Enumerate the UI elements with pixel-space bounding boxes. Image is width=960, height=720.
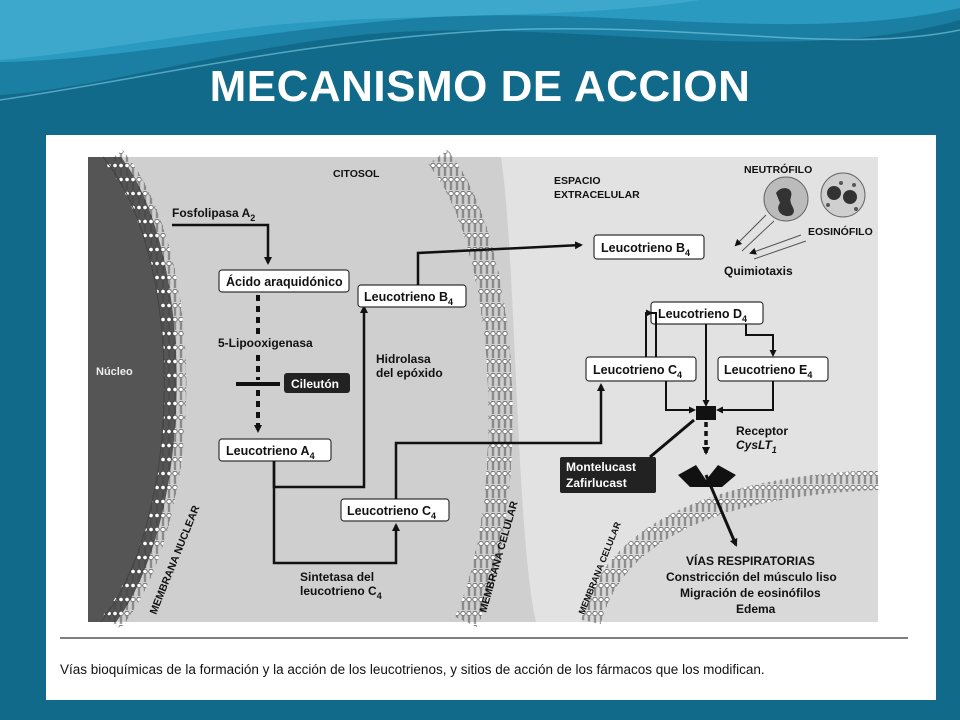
leucotrieno-e4-box: Leucotrieno E4 [717,356,829,382]
svg-text:Montelucast: Montelucast [566,460,636,474]
citosol-label: CITOSOL [333,168,380,180]
hidrolasa-label-1: Hidrolasa [376,352,431,366]
svg-text:Leucotrieno A4: Leucotrieno A4 [226,444,315,461]
fosfolipasa-label: Fosfolipasa A2 [172,206,255,223]
leucotrieno-a4-box: Leucotrieno A4 [218,438,332,462]
svg-text:Leucotrieno B4: Leucotrieno B4 [601,241,690,258]
sintetasa-label-1: Sintetasa del [300,570,374,584]
receptor-block [696,406,716,420]
receptor-label-2: CysLT1 [736,438,777,455]
neutrophil-cell-icon [763,176,809,222]
figure-caption: Vías bioquímicas de la formación y la ac… [60,662,765,677]
receptor-label-1: Receptor [736,424,788,438]
leucotrieno-b4-outside-box: Leucotrieno B4 [593,234,705,260]
target-cell-membrane [581,470,879,625]
cell-membrane [428,149,513,628]
vias-effect-3: Edema [736,602,776,616]
vias-effect-2: Migración de eosinófilos [680,586,821,600]
espacio-label-1: ESPACIO [554,175,600,187]
quimiotaxis-label: Quimiotaxis [724,264,793,278]
svg-text:Cileutón: Cileutón [291,377,339,391]
eosinofilo-label: EOSINÓFILO [808,225,873,238]
espacio-label-2: EXTRACELULAR [554,189,640,201]
lipooxigenasa-label: 5-Lipooxigenasa [218,336,313,350]
acido-araquidonico-box: Ácido araquidónico [218,269,350,293]
nuclear-membrane [103,149,187,629]
sintetasa-label-2: leucotrieno C4 [300,584,382,601]
svg-text:Leucotrieno B4: Leucotrieno B4 [364,290,453,307]
neutrofilo-label: NEUTRÓFILO [744,163,812,176]
montelucast-zafirlucast-drug-label: Montelucast Zafirlucast [560,457,656,493]
hidrolasa-label-2: del epóxido [376,366,443,380]
vias-effect-1: Constricción del músculo liso [666,570,837,584]
leucotrieno-d4-box: Leucotrieno D4 [650,301,764,325]
svg-text:Zafirlucast: Zafirlucast [566,476,627,490]
vias-respiratorias-title: VÍAS RESPIRATORIAS [686,553,815,568]
svg-text:Leucotrieno D4: Leucotrieno D4 [658,307,747,324]
leucotrieno-b4-inside-box: Leucotrieno B4 [357,284,467,308]
header-wave-banner [0,0,960,135]
nucleo-label: Núcleo [96,366,133,378]
svg-text:Leucotrieno C4: Leucotrieno C4 [347,504,436,521]
leucotrieno-c4-inside-box: Leucotrieno C4 [340,498,450,522]
svg-text:Leucotrieno E4: Leucotrieno E4 [724,363,812,380]
target-cell [581,475,878,622]
svg-text:Ácido araquidónico: Ácido araquidónico [226,274,343,289]
cileuton-drug-label: Cileutón [284,373,350,393]
cyslt1-receptor-icon [678,465,736,487]
svg-text:Leucotrieno C4: Leucotrieno C4 [593,363,682,380]
slide-title: MECANISMO DE ACCION [209,62,751,111]
leucotrieno-c4-outside-box: Leucotrieno C4 [585,356,697,382]
pathway-diagram: CITOSOL ESPACIO EXTRACELULAR Núcleo MEMB… [60,149,908,639]
eosinophil-cell-icon [820,172,866,218]
leukotriene-pathway-figure: CITOSOL ESPACIO EXTRACELULAR Núcleo MEMB… [46,135,936,700]
